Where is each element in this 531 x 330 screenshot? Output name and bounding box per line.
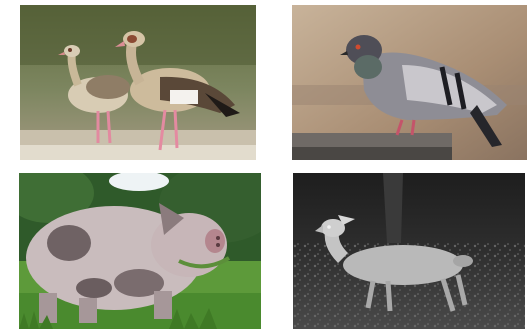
pig-image <box>19 173 261 329</box>
pigeon-photo <box>292 5 527 160</box>
pigeon-image <box>292 5 527 160</box>
geese-image <box>20 5 256 160</box>
deer-photo <box>293 173 525 329</box>
pig-photo <box>19 173 261 329</box>
deer-image <box>293 173 525 329</box>
geese-photo <box>20 5 256 160</box>
